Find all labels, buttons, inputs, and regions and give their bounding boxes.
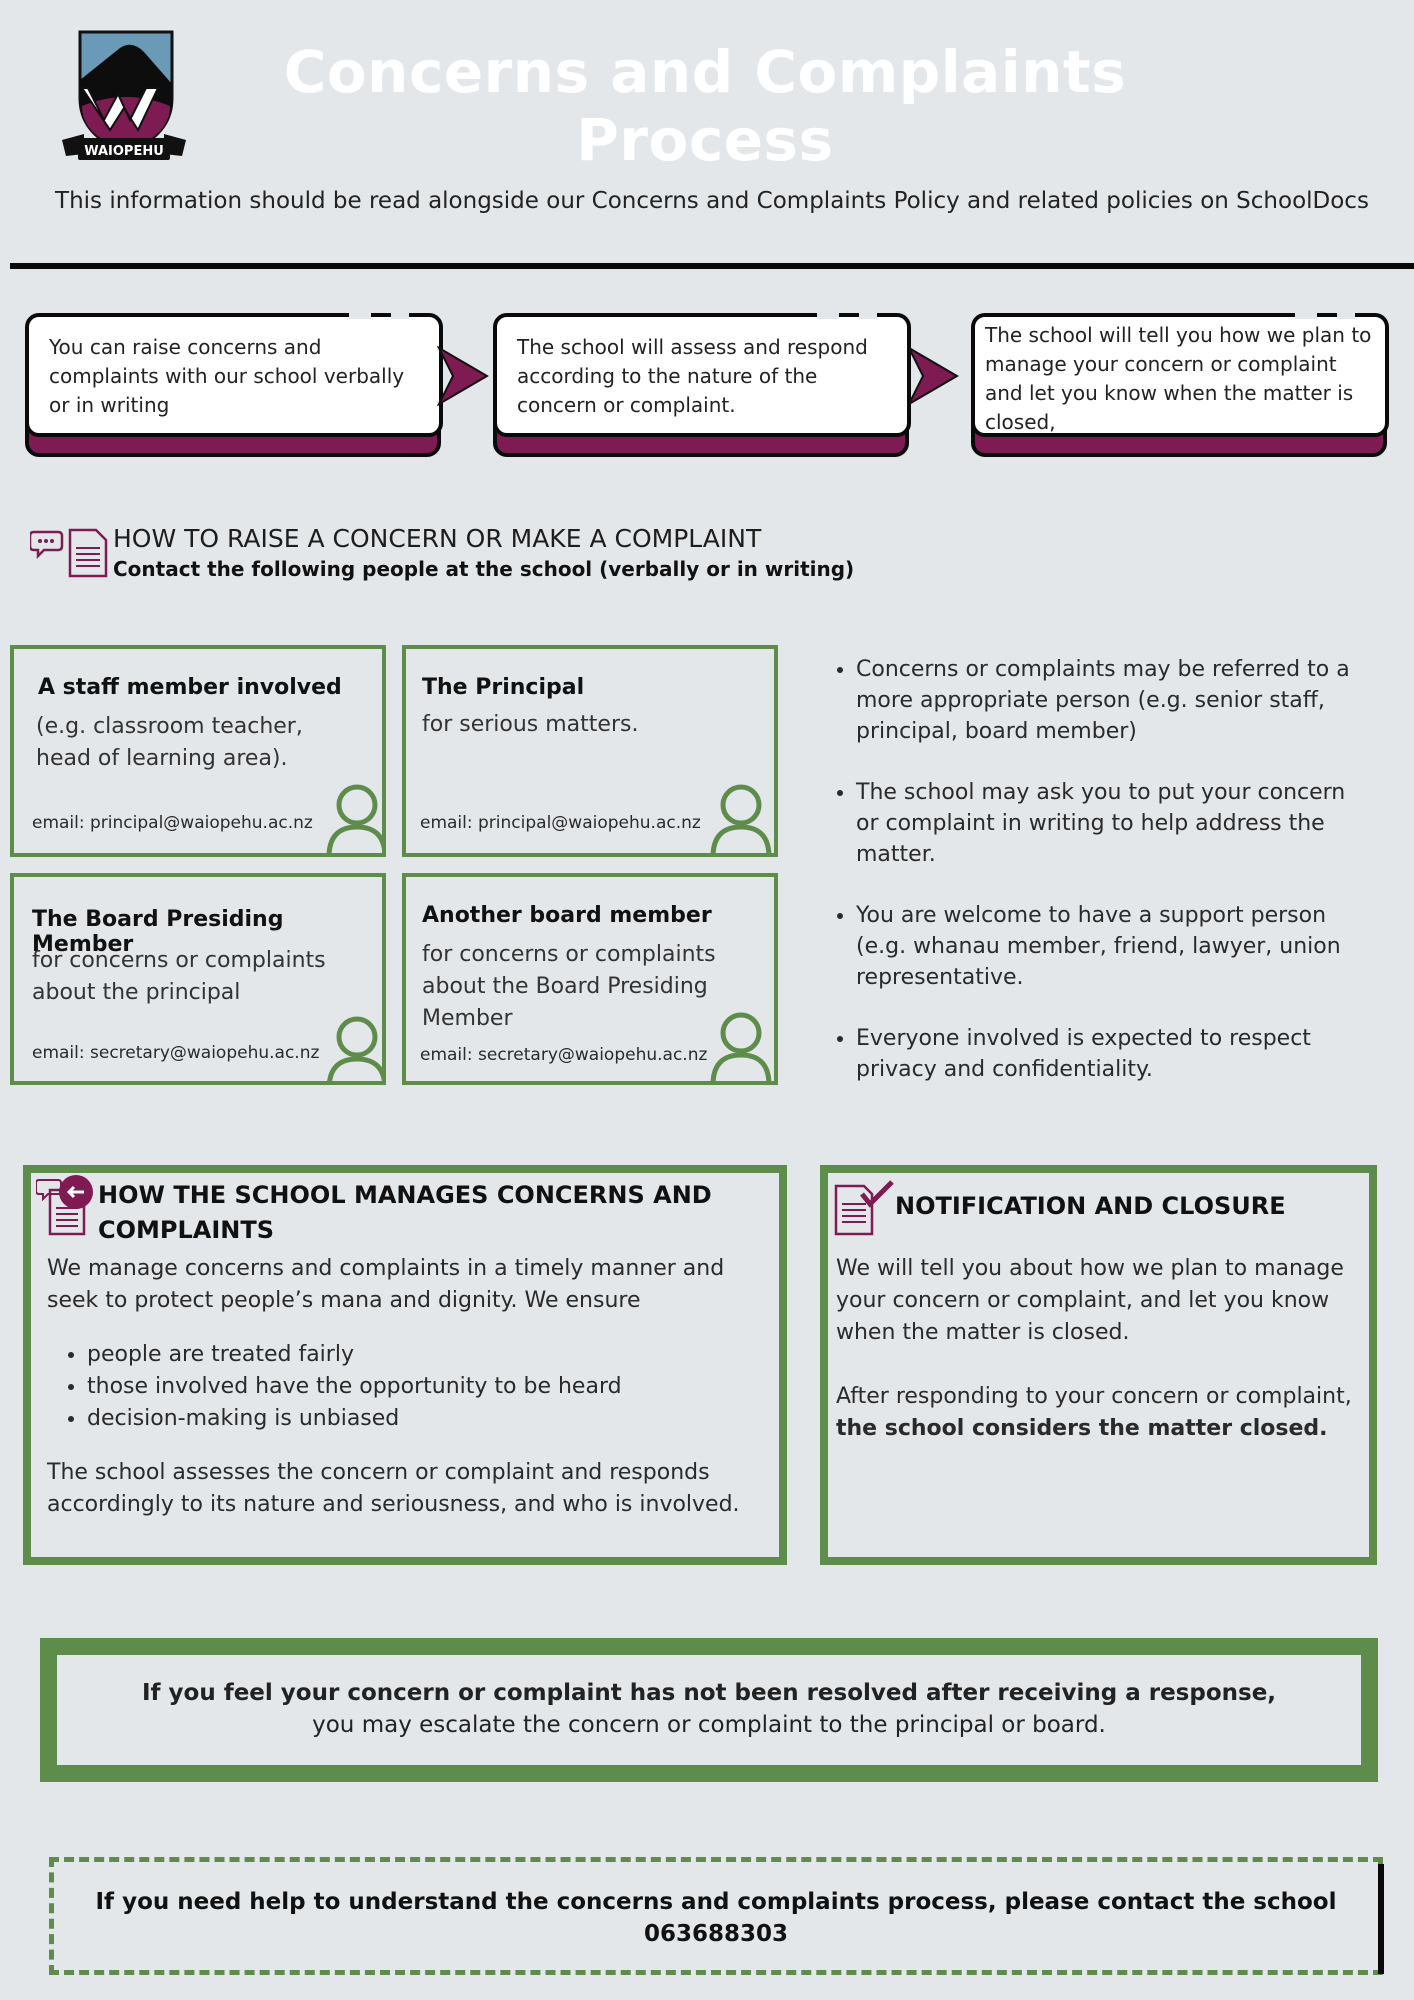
contact-title: A staff member involved bbox=[38, 675, 342, 700]
escalate-text: If you feel your concern or complaint ha… bbox=[40, 1677, 1378, 1741]
contact-card-principal: The Principal for serious matters. email… bbox=[402, 645, 778, 857]
contact-card-board-member: Another board member for concerns or com… bbox=[402, 873, 778, 1085]
note-item: Everyone involved is expected to respect… bbox=[856, 1023, 1362, 1085]
step-arrow-2-icon bbox=[907, 346, 959, 406]
contact-description: for concerns or complaints about the Boa… bbox=[422, 942, 716, 1031]
contact-card-board-presiding-member: The Board Presiding Member for concerns … bbox=[10, 873, 386, 1085]
person-icon bbox=[710, 784, 772, 853]
step-arrow-1-icon bbox=[437, 346, 489, 406]
document-check-icon bbox=[834, 1180, 894, 1236]
manage-outro: The school assesses the concern or compl… bbox=[47, 1460, 740, 1517]
contact-title: Another board member bbox=[422, 903, 712, 928]
school-logo: WAIOPEHU bbox=[58, 28, 190, 164]
page-subtitle: This information should be read alongsid… bbox=[55, 188, 1369, 214]
manage-bullet: those involved have the opportunity to b… bbox=[87, 1371, 767, 1403]
notification-section bbox=[820, 1165, 1377, 1565]
contact-email: email: secretary@waiopehu.ac.nz bbox=[32, 1043, 320, 1063]
step-3-text: The school will tell you how we plan to … bbox=[985, 323, 1372, 434]
contact-email: email: secretary@waiopehu.ac.nz bbox=[420, 1045, 708, 1065]
notification-title: NOTIFICATION AND CLOSURE bbox=[895, 1192, 1286, 1220]
contact-description: for concerns or complaints about the pri… bbox=[32, 948, 326, 1005]
chat-document-icon bbox=[30, 528, 108, 578]
notification-para-2-bold: the school considers the matter closed. bbox=[836, 1416, 1328, 1441]
step-1: You can raise concerns and complaints wi… bbox=[25, 313, 443, 457]
help-phone: 063688303 bbox=[643, 1921, 789, 1947]
how-to-raise-subtitle: Contact the following people at the scho… bbox=[113, 557, 855, 581]
svg-text:WAIOPEHU: WAIOPEHU bbox=[84, 144, 164, 159]
contact-title: The Principal bbox=[422, 675, 585, 700]
step-3-box: The school will tell you how we plan to … bbox=[971, 313, 1389, 437]
note-item: Concerns or complaints may be referred t… bbox=[856, 654, 1362, 747]
header-divider bbox=[10, 263, 1414, 269]
step-3: The school will tell you how we plan to … bbox=[971, 313, 1389, 457]
person-icon bbox=[326, 784, 382, 853]
escalate-bold-text: If you feel your concern or complaint ha… bbox=[141, 1680, 1277, 1706]
chat-document-reply-icon bbox=[36, 1175, 93, 1236]
how-to-raise-title: HOW TO RAISE A CONCERN OR MAKE A COMPLAI… bbox=[113, 524, 762, 553]
manage-title: HOW THE SCHOOL MANAGES CONCERNS AND COMP… bbox=[98, 1181, 712, 1244]
escalate-normal-text: you may escalate the concern or complain… bbox=[312, 1712, 1106, 1738]
notification-para-2: After responding to your concern or comp… bbox=[836, 1384, 1352, 1409]
help-box-edge bbox=[1378, 1864, 1384, 1974]
contact-description: (e.g. classroom teacher, head of learnin… bbox=[36, 714, 303, 771]
manage-bullet: people are treated fairly bbox=[87, 1339, 767, 1371]
help-line: If you need help to understand the conce… bbox=[95, 1889, 1337, 1915]
help-text: If you need help to understand the conce… bbox=[49, 1886, 1383, 1950]
page-title: Concerns and Complaints Process bbox=[283, 38, 1127, 174]
step-1-text: You can raise concerns and complaints wi… bbox=[49, 335, 405, 417]
note-item: The school may ask you to put your conce… bbox=[856, 777, 1362, 870]
contact-email: email: principal@waiopehu.ac.nz bbox=[32, 813, 313, 833]
manage-intro: We manage concerns and complaints in a t… bbox=[47, 1256, 725, 1313]
step-2-box: The school will assess and respond accor… bbox=[493, 313, 911, 437]
person-icon bbox=[710, 1012, 772, 1081]
step-1-box: You can raise concerns and complaints wi… bbox=[25, 313, 443, 437]
contact-title: The Board Presiding Member bbox=[32, 907, 284, 957]
contact-email: email: principal@waiopehu.ac.nz bbox=[420, 813, 701, 833]
notification-para-1: We will tell you about how we plan to ma… bbox=[836, 1256, 1344, 1345]
notes-list: Concerns or complaints may be referred t… bbox=[832, 654, 1362, 1115]
manage-section bbox=[23, 1165, 787, 1565]
step-2: The school will assess and respond accor… bbox=[493, 313, 911, 457]
step-2-text: The school will assess and respond accor… bbox=[517, 335, 868, 417]
contact-card-staff: A staff member involved (e.g. classroom … bbox=[10, 645, 386, 857]
manage-body: We manage concerns and complaints in a t… bbox=[47, 1253, 767, 1521]
person-icon bbox=[327, 1016, 382, 1081]
manage-bullet: decision-making is unbiased bbox=[87, 1403, 767, 1435]
escalate-box bbox=[40, 1638, 1378, 1782]
note-item: You are welcome to have a support person… bbox=[856, 900, 1362, 993]
notification-body: We will tell you about how we plan to ma… bbox=[836, 1253, 1366, 1445]
contact-description: for serious matters. bbox=[422, 712, 639, 737]
